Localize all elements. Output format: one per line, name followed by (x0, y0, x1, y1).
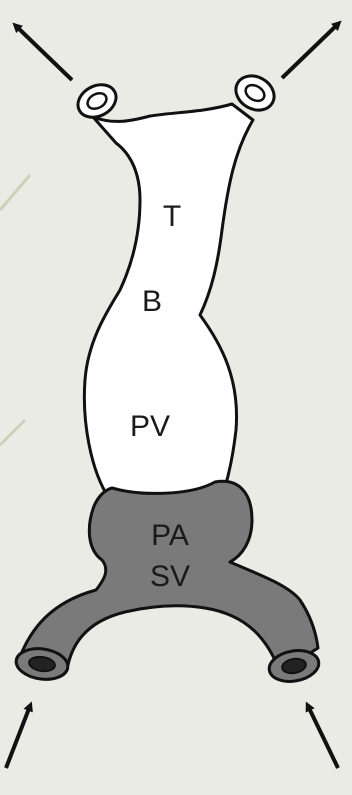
inflow-arrow-left (6, 706, 30, 768)
label-pa: PA (151, 519, 189, 552)
left-upper-tube-end (72, 78, 121, 123)
inflow-arrow-right (308, 706, 338, 768)
label-sv: SV (150, 560, 190, 593)
outflow-arrow-left (16, 26, 72, 80)
corner-decoration (0, 175, 30, 210)
label-t: T (163, 200, 181, 233)
label-b: B (142, 285, 162, 318)
corner-decoration (0, 420, 25, 445)
outflow-arrow-right (282, 24, 338, 78)
label-pv: PV (130, 410, 170, 443)
